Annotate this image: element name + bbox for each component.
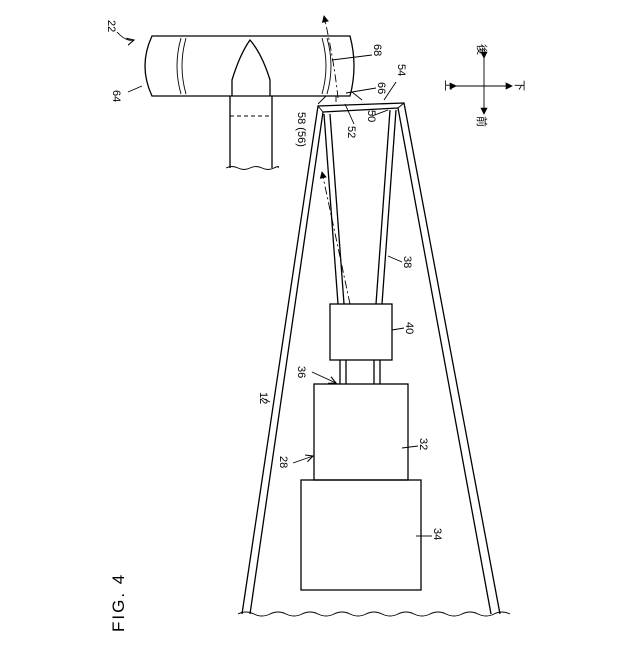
figure-caption: FIG. 4 bbox=[109, 573, 128, 632]
label-68: 68 bbox=[371, 44, 383, 56]
direction-down-label: 下 bbox=[513, 80, 525, 91]
duct-38 bbox=[324, 110, 396, 304]
break-line-bottom bbox=[238, 612, 510, 616]
label-22: 22 bbox=[105, 20, 117, 32]
label-54: 54 bbox=[395, 64, 407, 76]
direction-up-label: 上 bbox=[443, 80, 456, 91]
label-12: 12 bbox=[257, 392, 269, 404]
rotor-22 bbox=[145, 36, 362, 170]
component-32 bbox=[314, 384, 408, 480]
label-36: 36 bbox=[295, 366, 307, 378]
leader-lines bbox=[117, 32, 432, 536]
direction-front-label: 前 bbox=[475, 116, 489, 127]
label-40: 40 bbox=[403, 322, 415, 334]
label-38: 38 bbox=[401, 256, 413, 268]
label-34: 34 bbox=[431, 528, 443, 540]
label-28: 28 bbox=[277, 456, 289, 468]
label-50: 50 bbox=[365, 110, 377, 122]
direction-rear-label: 後 bbox=[475, 44, 489, 55]
component-34 bbox=[301, 480, 421, 590]
label-52: 52 bbox=[345, 126, 357, 138]
label-64: 64 bbox=[110, 90, 122, 102]
label-58-56: 58 (56) bbox=[295, 112, 307, 147]
direction-indicator bbox=[456, 58, 512, 114]
connector-duct bbox=[340, 360, 380, 384]
label-32: 32 bbox=[417, 438, 429, 450]
label-66: 66 bbox=[375, 82, 387, 94]
housing-12 bbox=[242, 103, 500, 614]
component-40 bbox=[330, 304, 392, 360]
